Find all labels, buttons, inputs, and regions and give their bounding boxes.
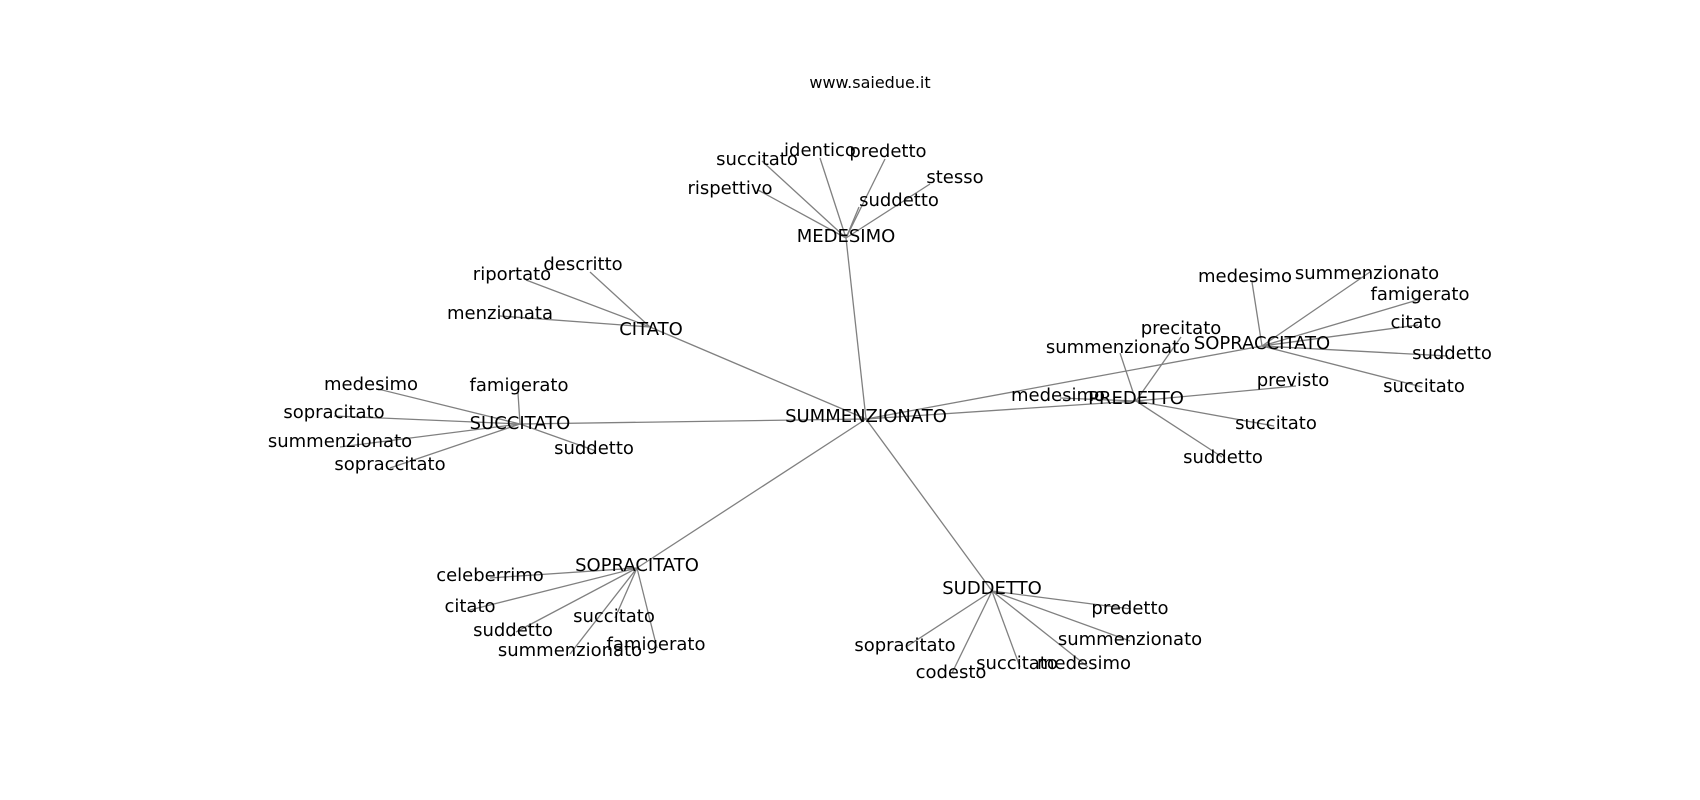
edge-medesimo-succitato [761,160,847,239]
edge-medesimo-predetto [845,158,886,239]
edge-sopracitato-celeberrimo [489,567,638,579]
hub-node-label-predetto: PREDETTO [1088,388,1184,409]
edge-sopracitato-suddetto [515,567,638,633]
edge-sopraccitato-succitato [1261,345,1423,388]
edge-sopraccitato-famigerato [1261,298,1422,347]
leaf-node-label-succitato-sopraccitato: sopraccitato [334,454,445,475]
leaf-node-label-suddetto-codesto: codesto [916,662,987,683]
edge-root-succitato [519,418,867,425]
edge-root-predetto [865,400,1137,420]
edge-succitato-suddetto [519,423,597,452]
leaf-node-label-predetto-succitato: succitato [1235,413,1317,434]
leaf-node-label-sopraccitato-suddetto: suddetto [1412,343,1492,364]
leaf-node-label-sopraccitato-medesimo: medesimo [1198,266,1292,287]
leaf-node-label-sopracitato-summenzionato: summenzionato [498,640,642,661]
leaf-node-label-medesimo-predetto: predetto [849,141,926,162]
edge-predetto-succitato [1135,400,1275,427]
leaf-node-label-suddetto-predetto: predetto [1091,598,1168,619]
site-title: www.saiedue.it [809,73,930,92]
leaf-node-label-suddetto-medesimo: medesimo [1037,653,1131,674]
edge-medesimo-suddetto [845,206,860,239]
edge-predetto-precitato [1135,336,1182,402]
edge-predetto-medesimo [1059,397,1137,402]
edge-suddetto-sopracitato [905,590,993,648]
edge-medesimo-identico [819,157,847,239]
edge-sopracitato-succitato [614,567,638,619]
leaf-node-label-sopracitato-suddetto: suddetto [473,620,553,641]
edge-sopraccitato-medesimo [1251,281,1263,347]
leaf-node-label-sopraccitato-succitato: succitato [1383,376,1465,397]
edge-root-sopraccitato [865,345,1263,420]
leaf-node-label-sopracitato-famigerato: famigerato [607,634,706,655]
edge-suddetto-succitato [991,590,1021,668]
edge-sopraccitato-citato [1261,324,1419,347]
leaf-node-label-sopracitato-celeberrimo: celeberrimo [436,565,544,586]
edge-sopracitato-citato [469,567,638,611]
leaf-node-label-predetto-precitato: precitato [1141,318,1222,339]
leaf-node-label-medesimo-suddetto: suddetto [859,190,939,211]
leaf-node-label-predetto-medesimo: medesimo [1011,385,1105,406]
hub-node-label-sopracitato: SOPRACITATO [575,555,699,576]
edge-succitato-medesimo [377,388,521,425]
edge-succitato-summenzionato [339,423,521,448]
edge-root-citato [649,326,867,420]
edge-sopraccitato-suddetto [1261,345,1449,357]
edge-succitato-sopracitato [333,415,521,425]
hub-node-label-citato: CITATO [619,319,683,340]
leaf-node-label-sopraccitato-citato: citato [1390,312,1441,333]
edge-succitato-famigerato [517,392,521,425]
leaf-node-label-medesimo-stesso: stesso [926,167,983,188]
edge-suddetto-codesto [951,590,993,674]
hub-node-label-sopraccitato: SOPRACCITATO [1194,333,1330,354]
leaf-node-label-medesimo-rispettivo: rispettivo [687,178,772,199]
edge-suddetto-summenzionato [991,590,1131,642]
leaf-node-label-sopracitato-succitato: succitato [573,606,655,627]
graph-edges [333,157,1449,674]
leaf-node-label-citato-descritto: descritto [543,254,622,275]
leaf-node-label-sopracitato-citato: citato [444,596,495,617]
leaf-node-label-predetto-summenzionato: summenzionato [1046,337,1190,358]
leaf-node-label-succitato-famigerato: famigerato [470,375,569,396]
edge-root-medesimo [845,237,867,420]
edge-medesimo-stesso [845,183,931,239]
hub-node-label-suddetto: SUDDETTO [942,578,1042,599]
leaf-node-label-sopraccitato-famigerato: famigerato [1371,284,1470,305]
root-node-label: SUMMENZIONATO [785,406,947,427]
edge-suddetto-predetto [991,590,1132,610]
leaf-node-label-succitato-medesimo: medesimo [324,374,418,395]
leaf-node-label-succitato-sopracitato: sopracitato [283,402,384,423]
leaf-node-label-suddetto-summenzionato: summenzionato [1058,629,1202,650]
leaf-node-label-suddetto-succitato: succitato [976,653,1058,674]
edge-root-suddetto [865,418,993,592]
edge-sopracitato-summenzionato [569,567,638,655]
leaf-node-label-sopraccitato-summenzionato: summenzionato [1295,263,1439,284]
edge-predetto-suddetto [1135,400,1223,458]
hub-node-label-succitato: SUCCITATO [470,413,571,434]
graph-labels: www.saiedue.it SUMMENZIONATO MEDESIMO risp… [268,73,1492,683]
leaf-node-label-predetto-suddetto: suddetto [1183,447,1263,468]
edge-citato-riportato [525,279,651,328]
edge-citato-descritto [589,271,651,328]
edge-predetto-previsto [1135,385,1297,402]
edge-medesimo-rispettivo [757,189,847,239]
leaf-node-label-succitato-suddetto: suddetto [554,438,634,459]
edge-sopracitato-famigerato [636,567,658,649]
leaf-node-label-predetto-previsto: previsto [1257,370,1330,391]
leaf-node-label-suddetto-sopracitato: sopracitato [854,635,955,656]
edge-sopraccitato-summenzionato [1261,271,1371,347]
edge-predetto-summenzionato [1119,352,1137,402]
hub-node-label-medesimo: MEDESIMO [797,226,896,247]
edge-root-sopracitato [636,418,867,569]
leaf-node-label-medesimo-succitato: succitato [716,149,798,170]
leaf-node-label-medesimo-identico: identico [784,140,856,161]
leaf-node-label-succitato-summenzionato: summenzionato [268,431,412,452]
edge-succitato-sopraccitato [389,423,521,469]
edge-citato-menzionata [499,315,651,328]
leaf-node-label-citato-riportato: riportato [473,264,551,285]
leaf-node-label-citato-menzionata: menzionata [447,303,553,324]
edge-suddetto-medesimo [991,590,1089,668]
